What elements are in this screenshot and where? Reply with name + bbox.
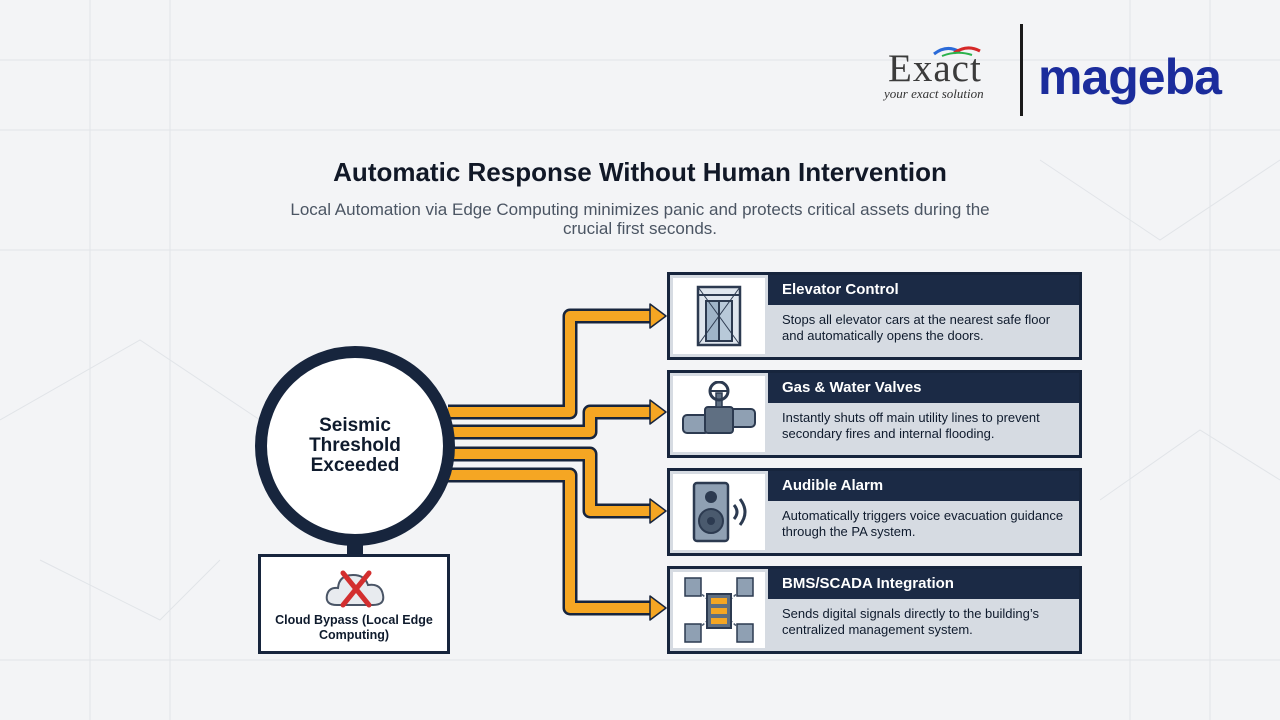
mageba-logo-text: mageba	[1038, 49, 1222, 105]
trigger-stem	[347, 540, 363, 558]
action-card-elevator: Elevator Control Stops all elevator cars…	[667, 272, 1082, 360]
cloud-blocked-icon	[325, 570, 385, 608]
arrow-to-elevator	[448, 308, 652, 420]
elevator-icon	[696, 285, 742, 347]
cloud-bypass-box: Cloud Bypass (Local Edge Computing)	[258, 554, 450, 654]
cloud-bypass-label: Cloud Bypass (Local Edge Computing)	[275, 613, 433, 642]
speaker-icon	[692, 481, 747, 543]
valve-icon	[682, 381, 756, 434]
action-card-alarm: Audible Alarm Automatically triggers voi…	[667, 468, 1082, 556]
action-card-title: BMS/SCADA Integration	[768, 569, 1079, 599]
action-card-valves: Gas & Water Valves Instantly shuts off m…	[667, 370, 1082, 458]
action-card-title: Elevator Control	[768, 275, 1079, 305]
seismic-trigger-label: Seismic Threshold Exceeded	[309, 415, 401, 476]
action-card-description: Sends digital signals directly to the bu…	[782, 606, 1040, 637]
page-title: Automatic Response Without Human Interve…	[333, 157, 947, 187]
exact-tagline: your exact solution	[884, 86, 984, 101]
action-card-description: Automatically triggers voice evacuation …	[782, 508, 1064, 539]
exact-swoosh-icon	[933, 46, 981, 57]
network-servers-icon	[684, 577, 754, 643]
action-card-description: Stops all elevator cars at the nearest s…	[782, 312, 1051, 343]
logo-area: Exact your exact solution mageba	[880, 24, 1222, 116]
action-card-bms: BMS/SCADA Integration Sends digital sign…	[667, 566, 1082, 654]
action-card-title: Gas & Water Valves	[768, 373, 1079, 403]
seismic-trigger-node: Seismic Threshold Exceeded	[255, 346, 455, 546]
action-card-description: Instantly shuts off main utility lines t…	[782, 410, 1040, 441]
action-card-title: Audible Alarm	[768, 471, 1079, 501]
logo-divider	[1020, 24, 1023, 116]
arrow-to-bms	[448, 467, 652, 616]
page-subtitle: Local Automation via Edge Computing mini…	[290, 200, 990, 238]
